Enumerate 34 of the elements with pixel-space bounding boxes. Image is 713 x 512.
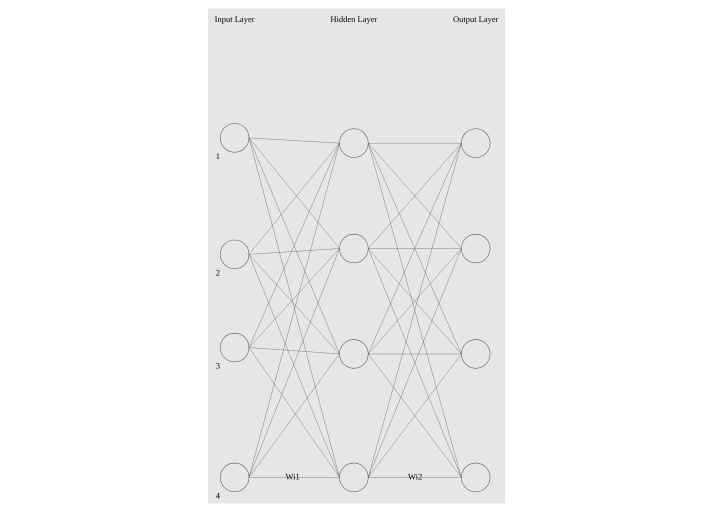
connector xyxy=(368,248,462,249)
label: Wi2 xyxy=(408,471,422,482)
connector xyxy=(248,138,340,144)
connector xyxy=(368,143,462,478)
connector xyxy=(248,347,340,354)
connector xyxy=(368,248,462,478)
connector xyxy=(368,354,462,478)
connector xyxy=(248,477,340,478)
connector xyxy=(248,248,340,255)
node-circle xyxy=(339,462,368,492)
node-label: 3 xyxy=(216,360,220,371)
connector xyxy=(368,143,462,354)
node-label: 4 xyxy=(216,490,220,501)
node-circle xyxy=(220,332,250,362)
node-circle xyxy=(220,240,250,270)
node-circle xyxy=(461,462,490,492)
node-circle xyxy=(461,234,490,264)
label: Wi1 xyxy=(285,471,300,482)
connector xyxy=(368,248,462,354)
label: Output Layer xyxy=(452,14,499,24)
connector xyxy=(368,143,462,249)
node-circle xyxy=(339,339,368,369)
node-circle xyxy=(461,128,490,158)
node-circle xyxy=(220,123,250,152)
node-circle xyxy=(339,234,368,264)
label: Input Layer xyxy=(214,14,255,24)
node-label: 1 xyxy=(216,151,220,162)
label: Hidden Layer xyxy=(330,14,378,24)
node-circle xyxy=(461,339,490,369)
node-circle xyxy=(220,462,250,492)
connector xyxy=(368,143,462,144)
node-label: 2 xyxy=(216,268,220,278)
connector xyxy=(368,477,462,478)
node-circle xyxy=(339,128,368,158)
